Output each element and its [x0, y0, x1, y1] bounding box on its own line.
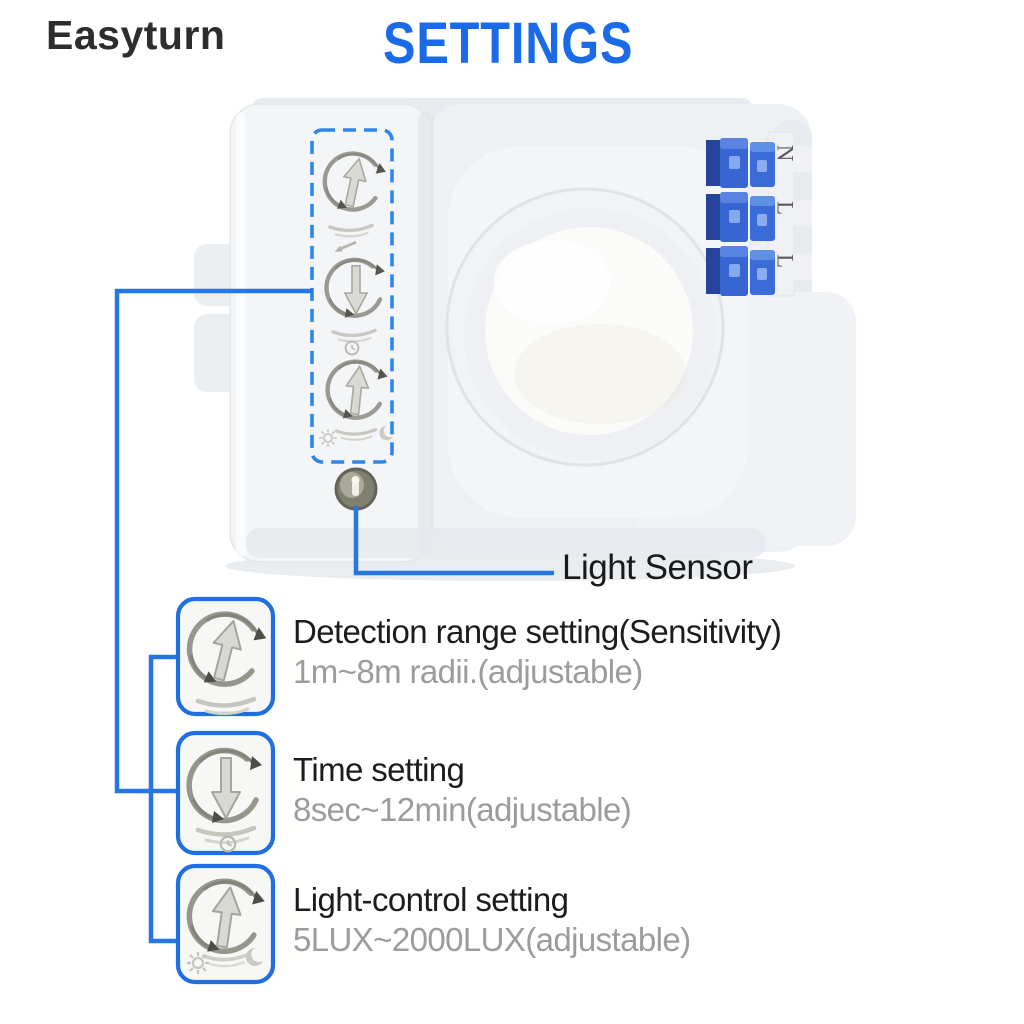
terminal-label-l1: L — [773, 201, 798, 215]
dashed-highlight-box — [310, 128, 394, 464]
light-sensor-label: Light Sensor — [562, 548, 753, 587]
light-sensor-icon — [334, 467, 378, 511]
legend-icon-boxes — [175, 596, 276, 985]
terminal-label-n: N — [773, 145, 798, 162]
light-sensor-callout-line — [353, 506, 554, 576]
setting-row-detection-range: Detection range setting(Sensitivity) 1m~… — [293, 612, 893, 692]
setting-subtitle: 5LUX~2000LUX(adjustable) — [293, 921, 691, 958]
rotary-knob — [445, 187, 725, 467]
terminal-block: N L L — [706, 131, 812, 297]
dials-callout-line — [114, 288, 313, 794]
setting-subtitle: 1m~8m radii.(adjustable) — [293, 653, 643, 690]
page-title: SETTINGS — [383, 11, 634, 76]
setting-row-light-control: Light-control setting 5LUX~2000LUX(adjus… — [293, 880, 893, 960]
light-control-dial-icon — [175, 863, 276, 985]
setting-title: Time setting — [293, 751, 465, 788]
dials-bracket-line — [148, 654, 179, 944]
callout-lines — [114, 288, 554, 944]
brand-logo-text: Easyturn — [46, 12, 226, 58]
detection-range-dial-icon — [175, 596, 276, 717]
terminal-label-l2: L — [773, 254, 798, 268]
setting-subtitle: 8sec~12min(adjustable) — [293, 791, 632, 828]
setting-row-time: Time setting 8sec~12min(adjustable) — [293, 750, 893, 830]
setting-title: Light-control setting — [293, 881, 569, 918]
time-dial-icon — [175, 730, 276, 856]
setting-title: Detection range setting(Sensitivity) — [293, 613, 782, 650]
